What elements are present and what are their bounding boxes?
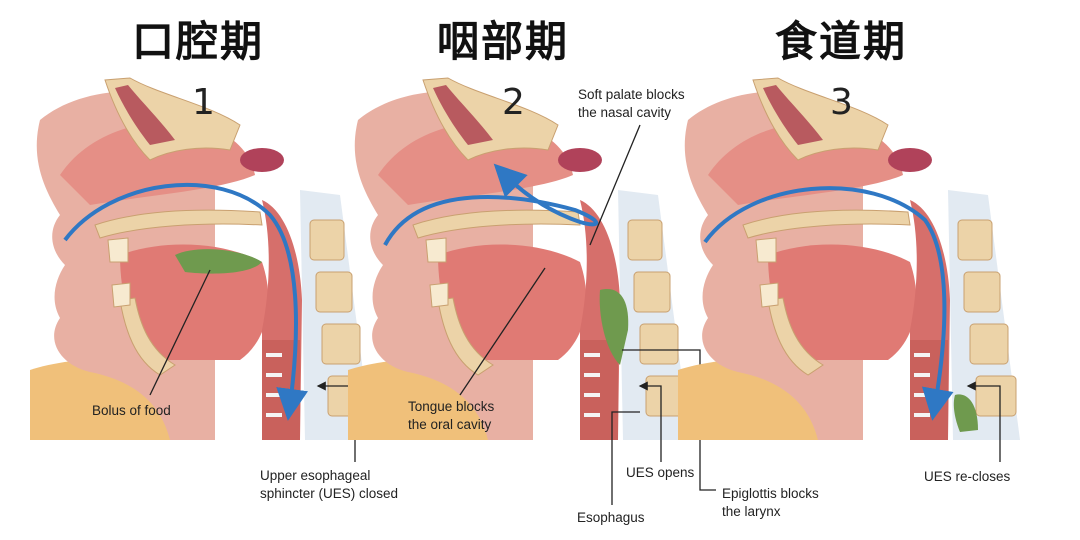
stage-3-anatomy	[676, 76, 1022, 462]
bolus-shape	[599, 289, 629, 365]
stage-2-title: 咽部期	[437, 17, 570, 66]
epiglottis-label-line2: the larynx	[722, 504, 781, 519]
stage-1-number: 1	[192, 82, 215, 123]
swallow-path-arrow	[383, 163, 599, 246]
bolus-shape	[175, 249, 262, 274]
ues-recloses-leader-line	[966, 381, 1001, 462]
tongue-label-line1: Tongue blocks	[408, 399, 495, 414]
bolus-leader-line	[149, 269, 211, 396]
stage-1-title: 口腔期	[132, 17, 265, 66]
soft-palate-leader-line	[589, 124, 641, 246]
esophagus-leader-line	[611, 411, 640, 505]
swallow-path-arrow	[703, 186, 954, 421]
esophagus-label: Esophagus	[577, 510, 645, 525]
stage-1-anatomy	[28, 76, 374, 462]
stage-3-title: 食道期	[775, 17, 908, 66]
bolus-shape	[953, 394, 978, 432]
soft-palate-label-line2: the nasal cavity	[578, 105, 672, 120]
bolus-label: Bolus of food	[92, 403, 171, 418]
soft-palate-label-line1: Soft palate blocks	[578, 87, 685, 102]
stage-2-number: 2	[502, 82, 525, 123]
stage-2-anatomy	[346, 76, 716, 505]
stage-3-number: 3	[830, 82, 853, 123]
ues-opens-leader-line	[638, 381, 662, 462]
tongue-leader-line	[459, 267, 546, 396]
tongue-label-line2: the oral cavity	[408, 417, 492, 432]
epiglottis-label-line1: Epiglottis blocks	[722, 486, 819, 501]
ues-opens-label: UES opens	[626, 465, 695, 480]
ues-recloses-label: UES re-closes	[924, 469, 1011, 484]
ues-closed-label-line2: sphincter (UES) closed	[260, 486, 399, 501]
ues-closed-label-line1: Upper esophageal	[260, 468, 371, 483]
swallow-path-arrow	[63, 182, 308, 421]
